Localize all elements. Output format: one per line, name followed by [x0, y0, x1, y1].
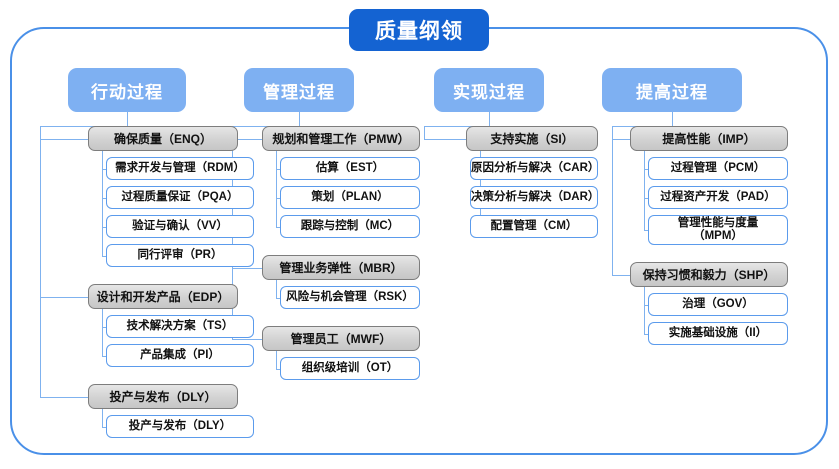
leaf-box-3-1-3[interactable]: 配置管理（CM）	[470, 215, 598, 238]
connector-header-stub-2	[299, 112, 301, 126]
connector-branch-leaf-1-3-1	[102, 426, 106, 428]
connector-group-branch-1-3	[102, 409, 104, 427]
column-header-4[interactable]: 提高过程	[602, 68, 742, 112]
connector-group-branch-2-3	[276, 351, 278, 369]
connector-spine-group-4-1	[612, 138, 630, 140]
connector-column-spine-1	[40, 126, 42, 397]
leaf-box-1-3-1[interactable]: 投产与发布（DLY）	[106, 415, 254, 438]
connector-spine-group-1-1	[40, 138, 88, 140]
connector-spine-group-3-1	[424, 138, 466, 140]
connector-branch-leaf-2-1-1	[276, 168, 280, 170]
leaf-box-4-1-2[interactable]: 过程资产开发（PAD）	[648, 186, 788, 209]
leaf-box-1-1-2[interactable]: 过程质量保证（PQA）	[106, 186, 254, 209]
connector-group-branch-1-1	[102, 151, 104, 256]
connector-branch-leaf-1-1-1	[102, 168, 106, 170]
connector-branch-leaf-1-1-4	[102, 255, 106, 257]
connector-branch-leaf-2-2-1	[276, 297, 280, 299]
connector-header-to-spine-1	[40, 126, 127, 128]
leaf-box-1-1-1[interactable]: 需求开发与管理（RDM）	[106, 157, 254, 180]
connector-branch-leaf-4-2-2	[644, 333, 648, 335]
leaf-box-2-3-1[interactable]: 组织级培训（OT）	[280, 357, 420, 380]
leaf-box-2-1-2[interactable]: 策划（PLAN）	[280, 186, 420, 209]
group-box-2-1[interactable]: 规划和管理工作（PMW）	[262, 126, 420, 151]
connector-branch-leaf-1-2-1	[102, 326, 106, 328]
leaf-box-3-1-1[interactable]: 原因分析与解决（CAR）	[470, 157, 599, 180]
connector-spine-group-1-2	[40, 296, 88, 298]
leaf-box-2-2-1[interactable]: 风险与机会管理（RSK）	[280, 286, 420, 309]
connector-group-branch-1-2	[102, 309, 104, 356]
group-box-1-1[interactable]: 确保质量（ENQ）	[88, 126, 238, 151]
group-box-1-2[interactable]: 设计和开发产品（EDP）	[88, 284, 238, 309]
leaf-box-4-2-2[interactable]: 实施基础设施（II）	[648, 322, 788, 345]
group-box-4-1[interactable]: 提高性能（IMP）	[630, 126, 788, 151]
connector-branch-leaf-2-1-3	[276, 226, 280, 228]
leaf-box-4-1-3[interactable]: 管理性能与度量（MPM）	[648, 215, 788, 245]
connector-group-branch-2-1	[276, 151, 278, 227]
connector-branch-leaf-1-2-2	[102, 355, 106, 357]
connector-header-stub-4	[672, 112, 674, 126]
connector-branch-leaf-2-1-2	[276, 197, 280, 199]
connector-column-spine-3	[424, 126, 426, 139]
connector-group-branch-4-1	[644, 151, 646, 230]
column-header-1[interactable]: 行动过程	[68, 68, 186, 112]
connector-branch-leaf-4-1-3	[644, 230, 648, 232]
leaf-box-2-1-3[interactable]: 跟踪与控制（MC）	[280, 215, 420, 238]
connector-branch-leaf-1-1-2	[102, 197, 106, 199]
group-box-2-3[interactable]: 管理员工（MWF）	[262, 326, 420, 351]
connector-column-spine-4	[612, 126, 614, 275]
connector-branch-leaf-4-1-1	[644, 168, 648, 170]
column-header-3[interactable]: 实现过程	[434, 68, 544, 112]
leaf-box-4-1-1[interactable]: 过程管理（PCM）	[648, 157, 788, 180]
connector-spine-group-2-3	[232, 338, 262, 340]
column-header-2[interactable]: 管理过程	[244, 68, 354, 112]
leaf-box-1-1-4[interactable]: 同行评审（PR）	[106, 244, 254, 267]
group-box-3-1[interactable]: 支持实施（SI）	[466, 126, 598, 151]
connector-spine-group-1-3	[40, 396, 88, 398]
connector-header-stub-3	[489, 112, 491, 126]
connector-group-branch-4-2	[644, 287, 646, 334]
connector-spine-group-2-1	[232, 138, 262, 140]
connector-spine-group-4-2	[612, 274, 630, 276]
leaf-box-1-2-1[interactable]: 技术解决方案（TS）	[106, 315, 254, 338]
connector-spine-group-2-2	[232, 267, 262, 269]
group-box-2-2[interactable]: 管理业务弹性（MBR）	[262, 255, 420, 280]
group-box-4-2[interactable]: 保持习惯和毅力（SHP）	[630, 262, 788, 287]
diagram-title: 质量纲领	[349, 9, 489, 51]
leaf-box-3-1-2[interactable]: 决策分析与解决（DAR）	[470, 186, 599, 209]
connector-branch-leaf-4-2-1	[644, 304, 648, 306]
connector-branch-leaf-2-3-1	[276, 368, 280, 370]
leaf-box-4-2-1[interactable]: 治理（GOV）	[648, 293, 788, 316]
leaf-box-1-2-2[interactable]: 产品集成（PI）	[106, 344, 254, 367]
connector-header-to-spine-3	[424, 126, 489, 128]
connector-header-stub-1	[127, 112, 129, 126]
leaf-box-1-1-3[interactable]: 验证与确认（VV）	[106, 215, 254, 238]
connector-branch-leaf-4-1-2	[644, 197, 648, 199]
group-box-1-3[interactable]: 投产与发布（DLY）	[88, 384, 238, 409]
connector-group-branch-2-2	[276, 280, 278, 298]
leaf-box-2-1-1[interactable]: 估算（EST）	[280, 157, 420, 180]
connector-branch-leaf-1-1-3	[102, 226, 106, 228]
